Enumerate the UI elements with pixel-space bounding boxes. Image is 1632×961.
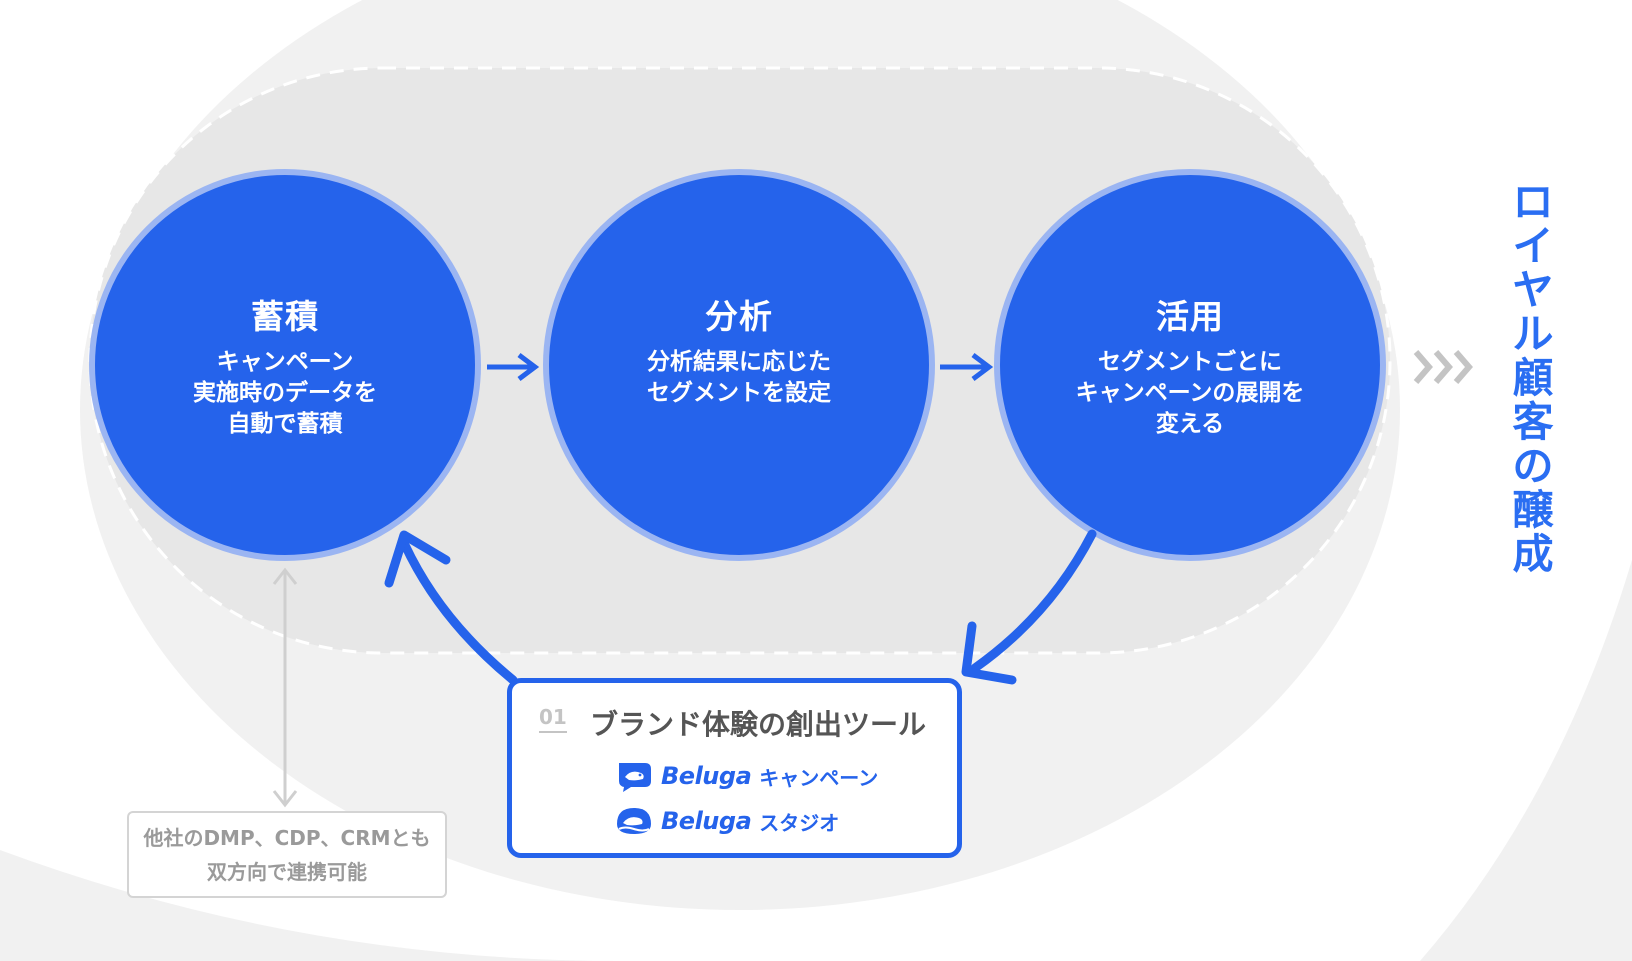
step-circle-utilize [994, 169, 1386, 561]
outcome-label-char: イ [1512, 222, 1554, 270]
outcome-chevrons-icon [1413, 350, 1473, 384]
external-integration-line: 双方向で連携可能 [207, 859, 367, 884]
tool-box: 01 ブランド体験の創出ツール Beluga キャンペーン Beluga スタジ… [507, 678, 962, 858]
step-utilize-line: 変える [1155, 411, 1225, 437]
step-analyze-description: 分析結果に応じた セグメントを設定 [569, 347, 909, 409]
product-brand: Beluga [661, 807, 752, 835]
arrow-accumulate-to-analyze [487, 353, 540, 381]
step-accumulate-description: キャンペーン 実施時のデータを 自動で蓄積 [115, 347, 455, 440]
arrow-tool-to-accumulate [384, 530, 518, 685]
outcome-label-char: 顧 [1512, 354, 1554, 402]
product-brand: Beluga [661, 762, 752, 790]
external-link-double-arrow [272, 567, 298, 808]
background-right-shape [1420, 560, 1632, 961]
step-accumulate-line: 実施時のデータを [193, 380, 377, 406]
step-circle-analyze [543, 169, 935, 561]
step-accumulate-title: 蓄積 [251, 297, 319, 336]
step-utilize-line: キャンペーンの展開を [1075, 380, 1305, 406]
step-utilize-description: セグメントごとに キャンペーンの展開を 変える [1020, 347, 1360, 440]
arrow-utilize-to-tool [961, 529, 1097, 685]
outcome-label-char: ロ [1512, 178, 1554, 226]
background-corner-shape [0, 850, 620, 961]
product-beluga-studio[interactable]: Beluga スタジオ [615, 804, 839, 838]
tool-number: 01 [539, 705, 567, 733]
step-circle-accumulate [89, 169, 481, 561]
outcome-label-char: ヤ [1512, 266, 1554, 314]
step-accumulate-line: キャンペーン [216, 349, 354, 375]
outcome-label-char: 醸 [1512, 486, 1554, 534]
step-accumulate-line: 自動で蓄積 [227, 411, 343, 437]
step-analyze-line: 分析結果に応じた [647, 349, 831, 375]
beluga-logo-icon [619, 763, 651, 792]
arrow-analyze-to-utilize [940, 353, 994, 381]
external-integration-line: 他社のDMP、CDP、CRMとも [143, 825, 431, 850]
tool-title: ブランド体験の創出ツール [590, 708, 927, 741]
outcome-label-char: ル [1512, 310, 1554, 358]
step-analyze-title: 分析 [705, 297, 773, 336]
step-utilize: 活用 セグメントごとに キャンペーンの展開を 変える [1020, 295, 1360, 440]
outcome-label-char: の [1512, 442, 1554, 490]
step-analyze-line: セグメントを設定 [647, 380, 831, 406]
beluga-logo-icon [617, 808, 651, 834]
step-accumulate: 蓄積 キャンペーン 実施時のデータを 自動で蓄積 [115, 295, 455, 440]
product-beluga-campaign[interactable]: Beluga キャンペーン [615, 759, 878, 793]
product-name: キャンペーン [759, 765, 879, 790]
step-utilize-line: セグメントごとに [1098, 349, 1282, 375]
outcome-label-char: 成 [1512, 530, 1554, 578]
step-utilize-title: 活用 [1156, 297, 1224, 336]
product-name: スタジオ [759, 810, 840, 835]
step-analyze: 分析 分析結果に応じた セグメントを設定 [569, 295, 909, 409]
external-integration-box: 他社のDMP、CDP、CRMとも 双方向で連携可能 [127, 811, 447, 898]
outcome-label: ロ イ ヤ ル 顧 客 の 醸 成 [1508, 180, 1558, 576]
outcome-label-char: 客 [1512, 398, 1554, 446]
